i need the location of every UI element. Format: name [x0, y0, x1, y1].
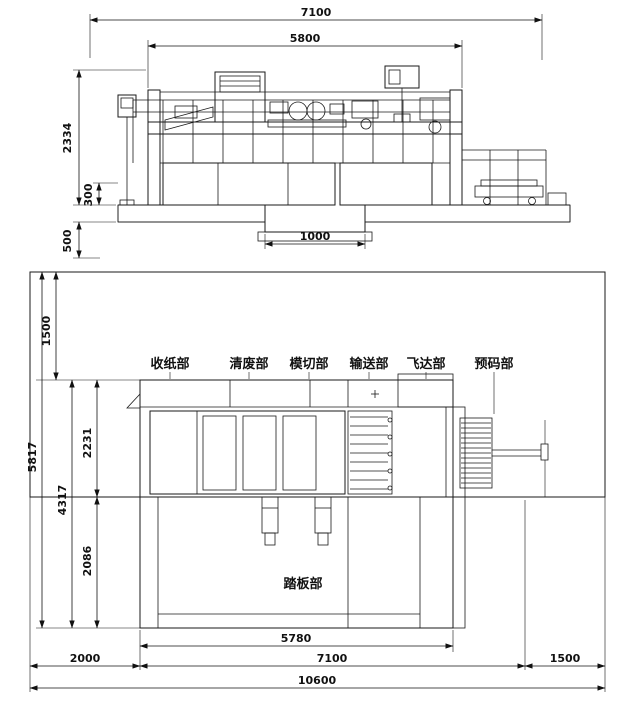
roller: [288, 101, 308, 121]
dim-plan-right-offset: 1500: [550, 652, 581, 665]
rod-end-cap: [540, 443, 549, 461]
plan-machine-body: 踏板部: [126, 373, 549, 629]
roller: [306, 101, 326, 121]
left-frame-column: [147, 89, 161, 206]
prestacker-comb: [459, 417, 493, 489]
floor-hatch-right: [364, 204, 571, 223]
dim-elevation-total-width: 7100: [301, 6, 332, 19]
section-label-feeder: 飞达部: [406, 356, 445, 372]
front-railing: [132, 99, 450, 163]
dim-plan-left-offset: 2000: [70, 652, 101, 665]
section-label-stripping: 清废部: [229, 356, 268, 372]
floor-hatch-left: [117, 204, 266, 223]
dim-elevation-pit-width: 1000: [300, 230, 331, 243]
elevation-machine-body: [117, 65, 567, 206]
perforated-panel: [282, 415, 317, 491]
dim-elevation-height: 2334: [61, 122, 74, 153]
base-cabinet-left: [162, 162, 336, 206]
plan-dimensions-bottom: 5780 2000 7100 1500 10600: [29, 497, 606, 692]
perforated-panel: [242, 415, 277, 491]
corner-marker-triangle: [126, 392, 141, 409]
floor-profile: [118, 204, 570, 233]
upper-machine-outline: [139, 379, 454, 498]
elevation-view: 7100 5800 2334 300 500 1000: [61, 6, 571, 259]
outfeed-platform: [461, 149, 567, 206]
dim-elevation-pit-depth: 500: [61, 229, 74, 252]
feeder-top-box: [397, 373, 454, 408]
control-console: [384, 65, 420, 123]
feeder-head: [351, 100, 379, 119]
dim-elevation-base: 300: [82, 183, 95, 206]
elevation-ground: [117, 204, 571, 242]
cart-wheel: [483, 197, 491, 205]
pedal-section-label: 踏板部: [283, 576, 322, 592]
pallet-cart: [474, 185, 544, 198]
dim-plan-machine-length: 7100: [317, 652, 348, 665]
pedal-unit: [261, 496, 279, 546]
section-label-diecutting: 模切部: [289, 356, 328, 372]
console-screen: [388, 69, 401, 85]
right-frame-column: [449, 89, 463, 206]
dim-elevation-body-width: 5800: [290, 32, 321, 45]
lower-machine-outline: [139, 496, 454, 629]
delivery-tower: [214, 71, 266, 123]
dim-plan-total-length: 10600: [298, 674, 337, 687]
plan-dimensions-left: 1500 5817 4317 2231 2086: [26, 271, 140, 629]
right-side-frame-upper: [452, 406, 466, 498]
work-area: [149, 410, 346, 495]
cart-wheel: [528, 197, 536, 205]
right-side-frame-lower: [452, 496, 466, 629]
section-label-conveying: 输送部: [349, 356, 388, 372]
section-label-prestack: 预码部: [474, 356, 513, 372]
dim-plan-machine-depth: 4317: [56, 485, 69, 516]
section-label-delivery: 收纸部: [150, 356, 189, 372]
infeed-table: [164, 106, 214, 131]
pedal-unit: [314, 496, 332, 546]
room-outline: [29, 271, 606, 498]
dim-plan-upper-depth: 2231: [81, 428, 94, 459]
main-beam: [147, 121, 463, 135]
conveyor-section: [347, 410, 393, 495]
plan-view: 收纸部 清废部 模切部 输送部 飞达部 预码部: [26, 271, 606, 692]
left-control-pedestal: [117, 94, 137, 206]
mid-equipment: [164, 97, 451, 134]
perforated-panel: [202, 415, 237, 491]
dim-plan-body-length: 5780: [281, 632, 312, 645]
elevation-dimensions: 7100 5800 2334 300 500 1000: [61, 6, 543, 259]
side-rod: [492, 420, 549, 497]
base-cabinet-right: [339, 162, 433, 206]
plan-section-labels: 收纸部 清废部 模切部 输送部 飞达部 预码部: [150, 356, 514, 414]
dim-plan-lower-depth: 2086: [81, 545, 94, 576]
dim-plan-total-depth: 5817: [26, 442, 39, 473]
